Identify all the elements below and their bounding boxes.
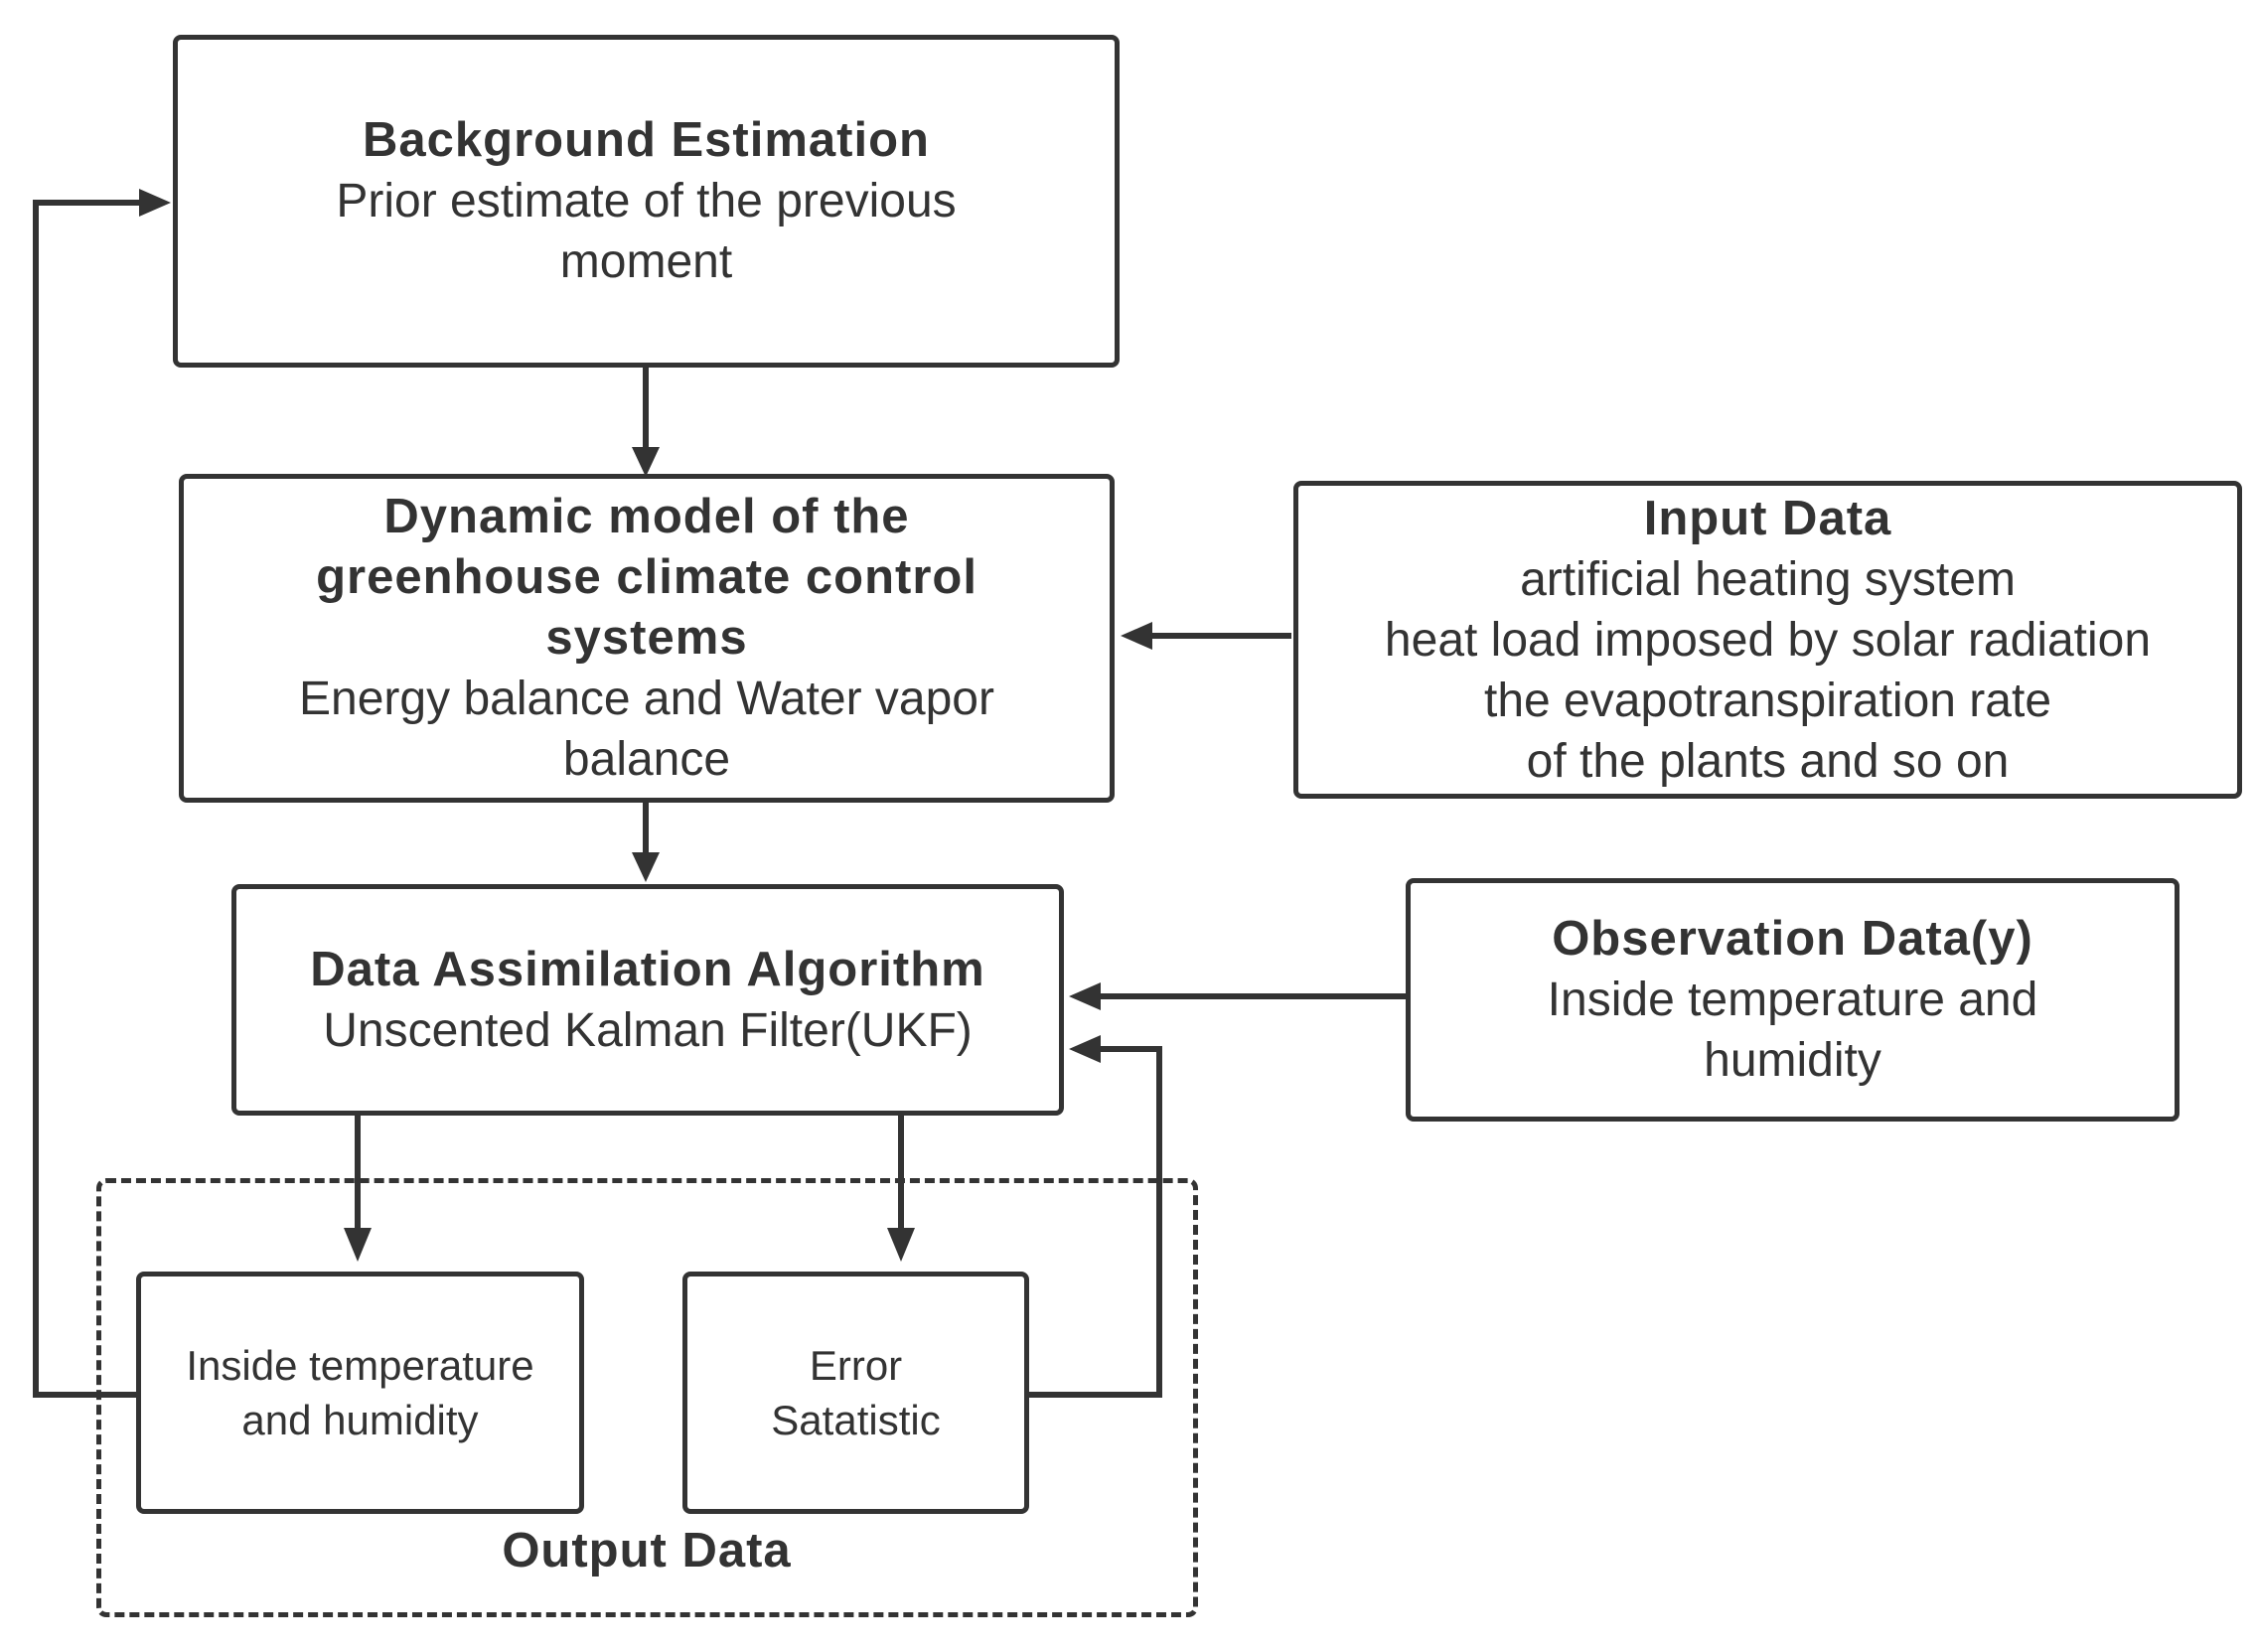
arrow-error-to-assimilation xyxy=(1069,1035,1101,1063)
error-statistic-line-1: Error xyxy=(809,1342,903,1389)
edge-assimilation-to-output-shaft xyxy=(355,1113,361,1232)
error-statistic-box: Error Satatistic xyxy=(682,1272,1029,1514)
input-data-line-4: of the plants and so on xyxy=(1526,734,2010,788)
arrow-observation-to-assimilation xyxy=(1069,982,1101,1010)
background-estimation-line-1: Prior estimate of the previous xyxy=(336,175,957,227)
arrow-model-to-assimilation xyxy=(632,852,660,882)
dynamic-model-box: Dynamic model of the greenhouse climate … xyxy=(179,474,1115,803)
edge-assimilation-to-error-shaft xyxy=(898,1113,904,1232)
edge-model-to-assimilation-shaft xyxy=(643,800,649,859)
edge-output-feedback-to-background xyxy=(33,200,144,1398)
background-estimation-line-2: moment xyxy=(559,235,733,288)
edge-error-feedback-to-assimilation xyxy=(1027,1046,1162,1398)
input-data-line-2: heat load imposed by solar radiation xyxy=(1384,613,2152,667)
background-estimation-title: Background Estimation xyxy=(363,113,930,167)
output-state-line-1: Inside temperature xyxy=(186,1342,534,1389)
input-data-box: Input Data artificial heating system hea… xyxy=(1293,481,2242,799)
input-data-title: Input Data xyxy=(1643,491,1892,545)
arrow-assimilation-to-output xyxy=(344,1228,372,1262)
data-assimilation-box: Data Assimilation Algorithm Unscented Ka… xyxy=(231,884,1064,1116)
error-statistic-line-2: Satatistic xyxy=(771,1397,941,1443)
data-assimilation-line-1: Unscented Kalman Filter(UKF) xyxy=(323,1003,973,1057)
output-data-group xyxy=(96,1178,1198,1617)
edge-input-to-model-shaft xyxy=(1142,633,1291,639)
observation-data-title: Observation Data(y) xyxy=(1552,912,2033,966)
observation-data-box: Observation Data(y) Inside temperature a… xyxy=(1406,878,2180,1122)
edge-background-to-model-shaft xyxy=(643,365,649,454)
arrow-input-to-model xyxy=(1121,622,1152,650)
observation-data-line-2: humidity xyxy=(1704,1034,1881,1087)
dynamic-model-title-1: Dynamic model of the xyxy=(383,490,910,543)
arrow-background-to-model xyxy=(632,365,660,477)
dynamic-model-title-2: greenhouse climate control xyxy=(316,550,977,604)
input-data-line-1: artificial heating system xyxy=(1520,552,2016,606)
data-assimilation-title: Data Assimilation Algorithm xyxy=(310,942,985,996)
input-data-line-3: the evapotranspiration rate xyxy=(1483,674,2052,727)
dynamic-model-line-1: Energy balance and Water vapor xyxy=(299,673,994,725)
background-estimation-box: Background Estimation Prior estimate of … xyxy=(173,35,1120,368)
output-state-box: Inside temperature and humidity xyxy=(136,1272,584,1514)
output-data-label: Output Data xyxy=(502,1524,792,1577)
arrow-feedback-to-background xyxy=(139,189,171,217)
observation-data-line-1: Inside temperature and xyxy=(1547,974,2038,1026)
dynamic-model-line-2: balance xyxy=(562,733,731,786)
edge-observation-to-assimilation-shaft xyxy=(1093,993,1407,999)
arrow-assimilation-to-error xyxy=(887,1228,915,1262)
output-state-line-2: and humidity xyxy=(241,1397,479,1443)
dynamic-model-title-3: systems xyxy=(545,611,748,665)
